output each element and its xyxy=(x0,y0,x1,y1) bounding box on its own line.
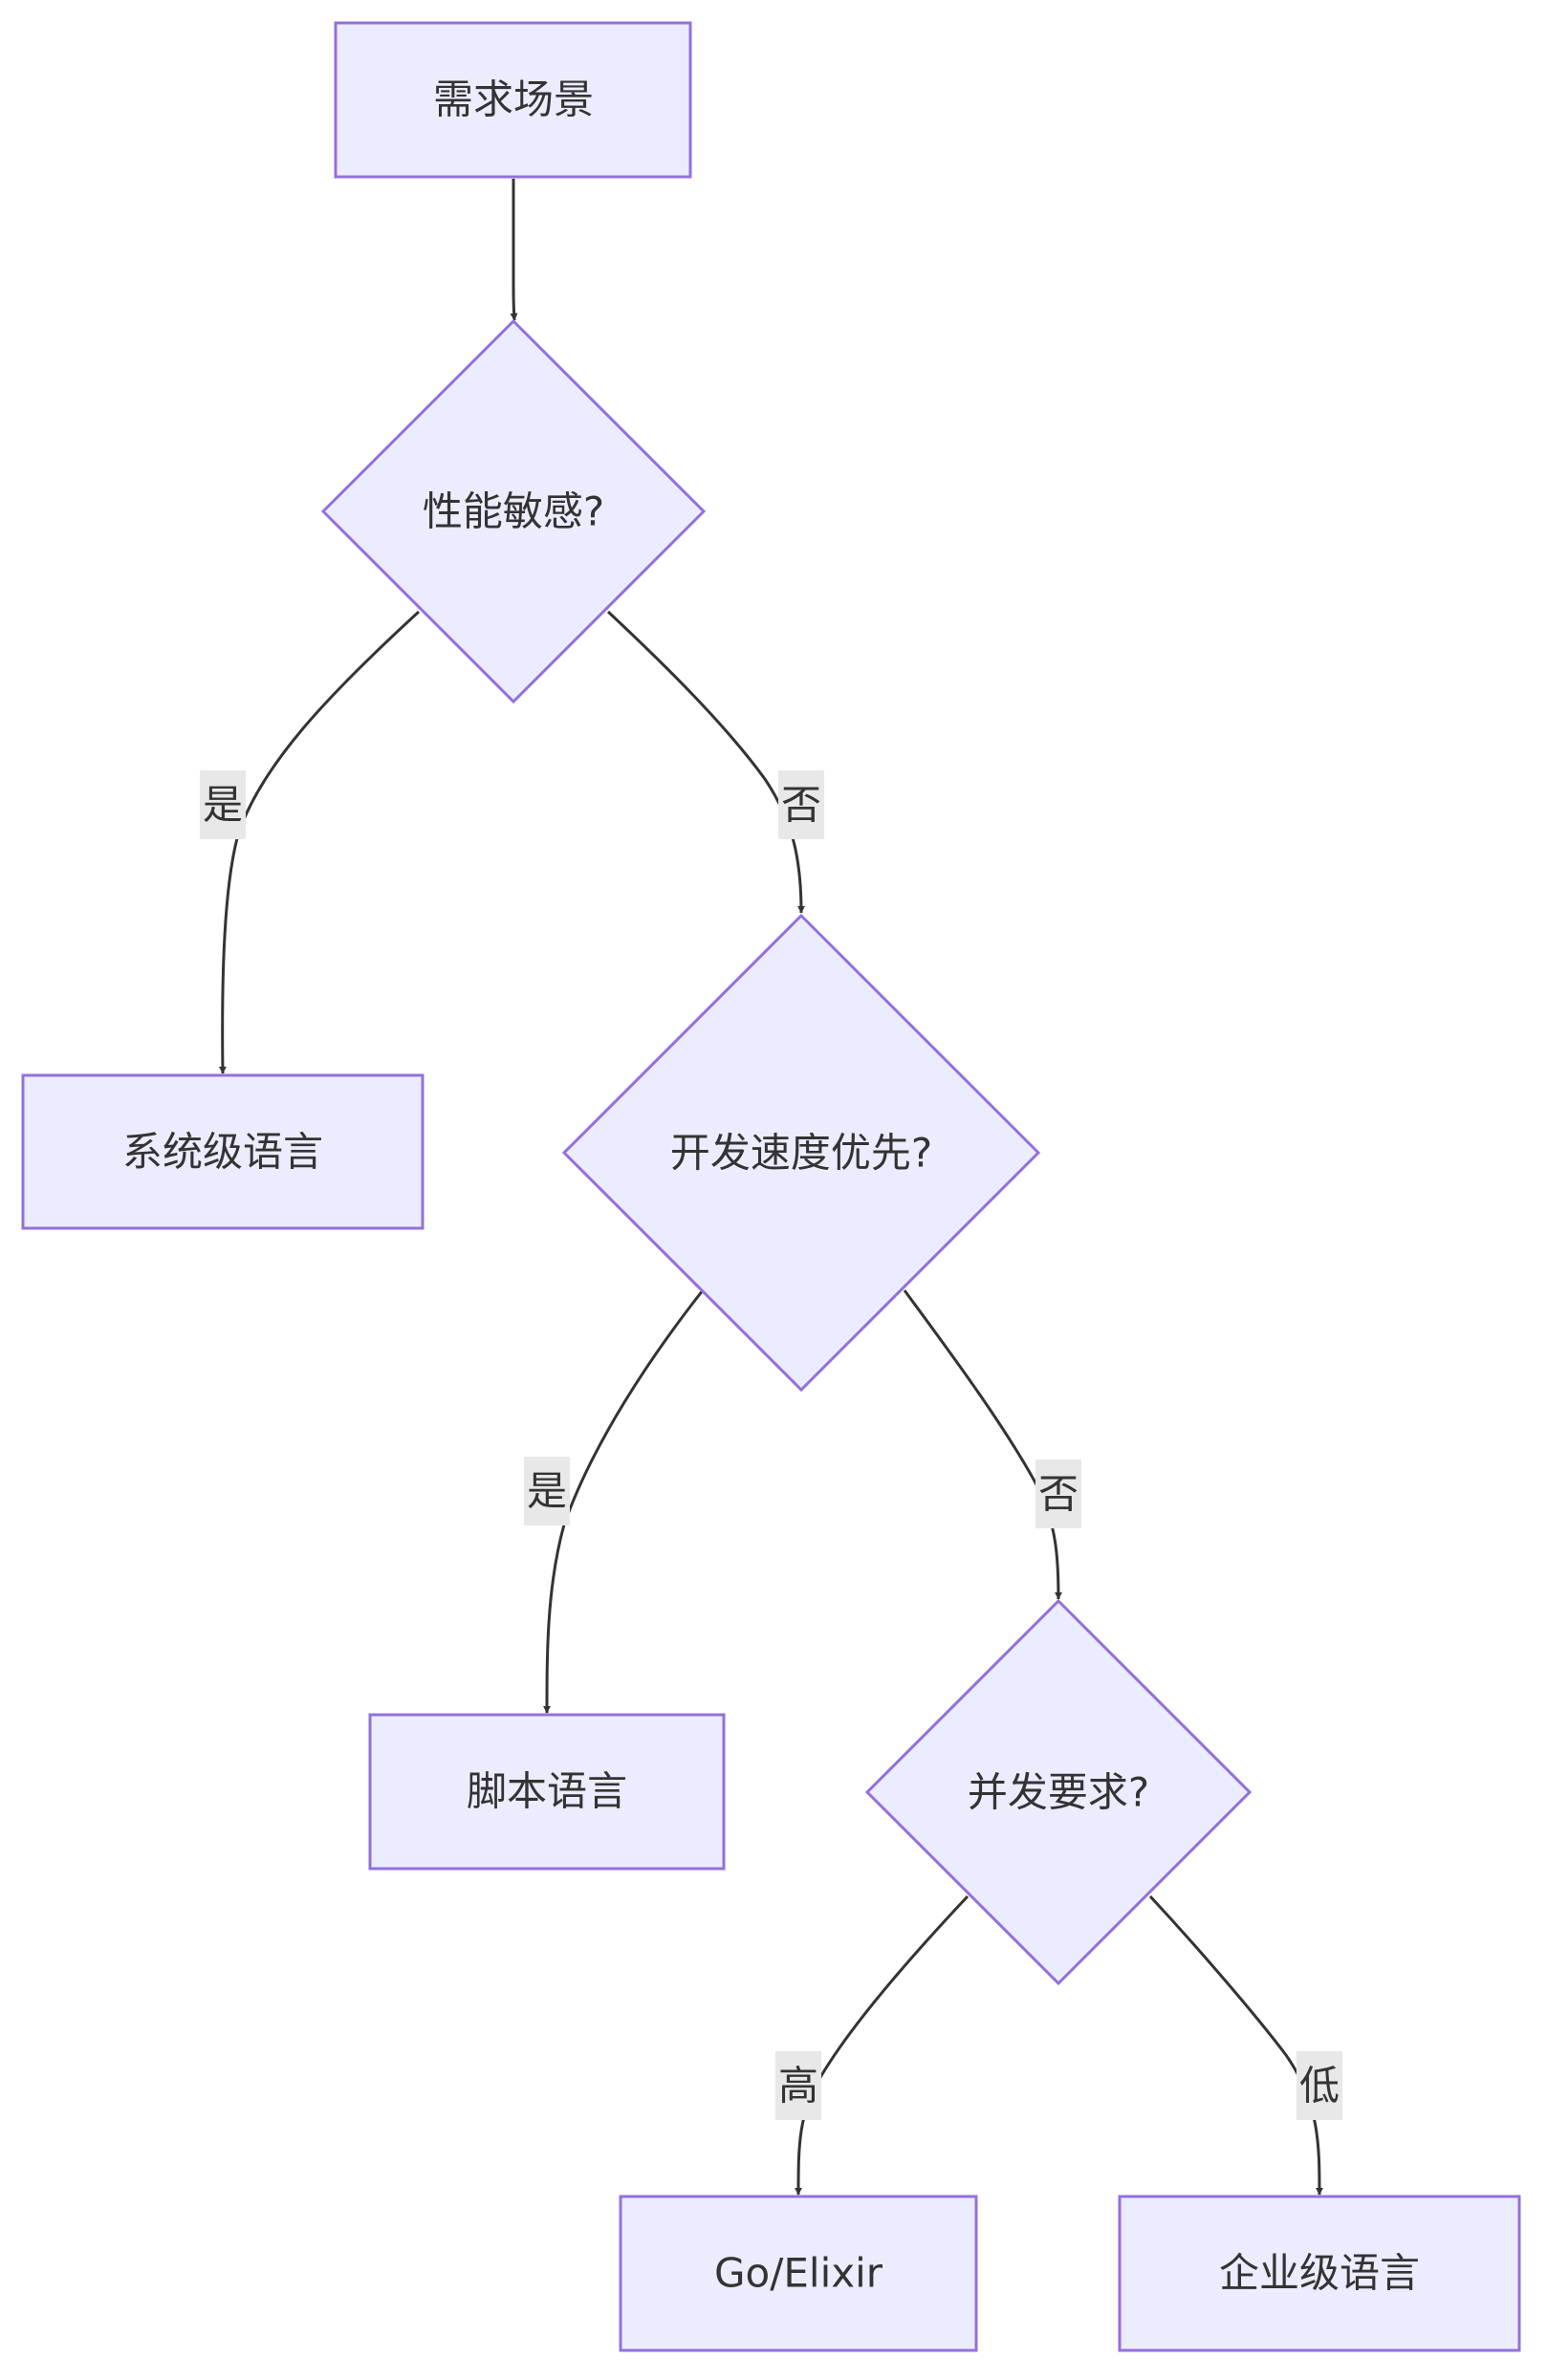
nodes: 需求场景 性能敏感? 系统级语言 开发速度优先? 脚本语言 并发要求? Go/E… xyxy=(21,21,1521,2352)
svg-text:高: 高 xyxy=(778,2063,818,2110)
edge-label-perf-no: 否 xyxy=(778,770,824,839)
edge-dev-speed-to-script-lang xyxy=(543,1289,705,1714)
node-system-lang: 系统级语言 xyxy=(21,1073,425,1230)
edge-label-conc-low: 低 xyxy=(1296,2051,1342,2120)
svg-text:企业级语言: 企业级语言 xyxy=(1219,2250,1420,2297)
edge-perf-to-system-lang xyxy=(218,610,421,1074)
edge-concurrency-to-enterprise-lang xyxy=(1148,1894,1323,2196)
svg-text:否: 否 xyxy=(781,782,821,829)
svg-text:是: 是 xyxy=(527,1468,567,1515)
edge-label-perf-yes: 是 xyxy=(200,770,246,839)
node-perf-decision: 性能敏感? xyxy=(320,318,707,704)
svg-text:否: 否 xyxy=(1038,1471,1079,1518)
edge-dev-speed-to-concurrency xyxy=(903,1289,1062,1600)
edge-perf-to-dev-speed xyxy=(606,610,805,914)
node-start: 需求场景 xyxy=(334,21,692,179)
node-script-lang: 脚本语言 xyxy=(368,1713,726,1871)
svg-text:是: 是 xyxy=(203,782,243,829)
node-enterprise-lang: 企业级语言 xyxy=(1118,2195,1521,2352)
svg-text:性能敏感?: 性能敏感? xyxy=(423,488,604,535)
svg-text:并发要求?: 并发要求? xyxy=(968,1769,1149,1816)
node-concurrency-decision: 并发要求? xyxy=(864,1598,1253,1986)
svg-text:开发速度优先?: 开发速度优先? xyxy=(670,1130,932,1177)
edge-label-conc-high: 高 xyxy=(775,2051,821,2120)
svg-text:低: 低 xyxy=(1299,2063,1340,2110)
edge-concurrency-to-go-elixir xyxy=(795,1894,970,2196)
svg-text:脚本语言: 脚本语言 xyxy=(467,1768,627,1815)
svg-text:Go/Elixir: Go/Elixir xyxy=(714,2250,883,2297)
edge-label-speed-no: 否 xyxy=(1035,1460,1081,1528)
node-dev-speed-decision: 开发速度优先? xyxy=(561,913,1041,1393)
edge-labels: 是 否 是 否 高 低 xyxy=(200,770,1342,2120)
edge-label-speed-yes: 是 xyxy=(524,1457,570,1525)
node-go-elixir: Go/Elixir xyxy=(619,2195,978,2352)
svg-text:需求场景: 需求场景 xyxy=(433,76,594,123)
svg-text:系统级语言: 系统级语言 xyxy=(122,1129,323,1176)
edges xyxy=(218,179,1323,2196)
edge-start-to-perf xyxy=(510,179,518,321)
